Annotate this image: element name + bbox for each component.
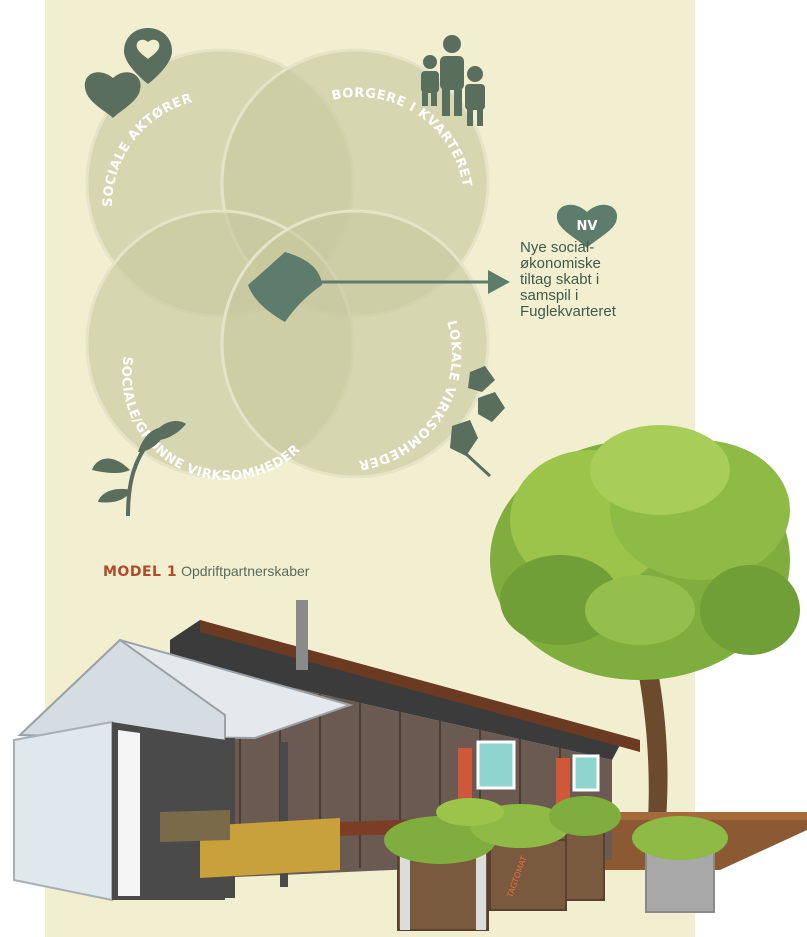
nv-badge-label: NV — [577, 219, 598, 234]
caption-model-label: MODEL 1 — [103, 564, 178, 580]
heart-pin-icon — [84, 28, 172, 118]
sprout-icon — [92, 421, 186, 517]
outcome-text: Nye social- økonomiske tiltag skabt i sa… — [520, 239, 616, 320]
greenhouse-illustration — [13, 638, 354, 902]
planters-illustration: TAGTOMAT — [384, 796, 728, 931]
tree-illustration — [490, 425, 800, 820]
caption-title: Opdriftpartnerskaber — [181, 563, 310, 579]
crystal-icon — [450, 366, 505, 478]
outcome-arrow — [318, 270, 510, 294]
center-intersection — [248, 252, 322, 322]
people-icon — [421, 35, 485, 126]
nv-badge: NV — [556, 204, 618, 248]
